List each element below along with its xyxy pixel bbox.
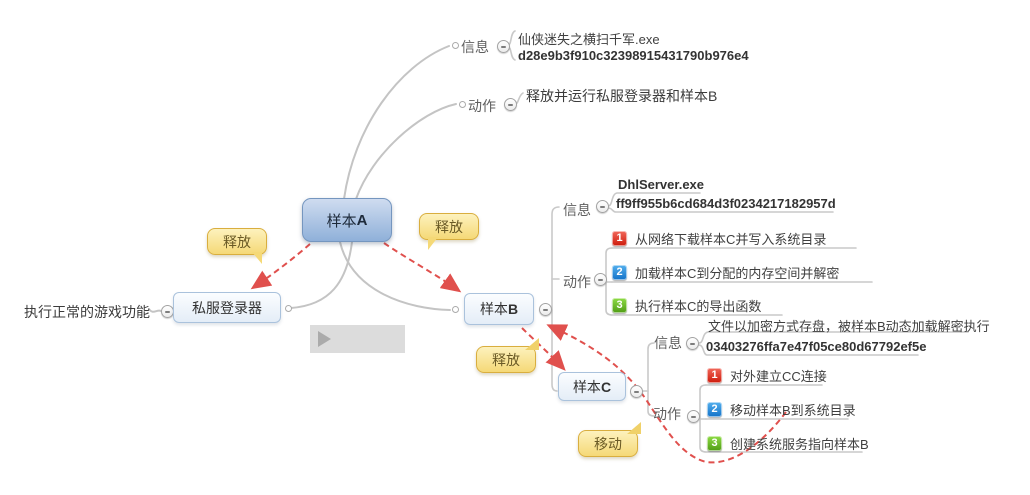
- sample-b-action-3[interactable]: 3 执行样本C的导出函数: [612, 297, 762, 314]
- action-text: 移动样本B到系统目录: [730, 402, 856, 418]
- branch-a-action-label[interactable]: 动作: [468, 98, 496, 114]
- sample-a-md5[interactable]: d28e9b3f910c32398915431790b976e4: [518, 48, 749, 63]
- priority-1-icon: 1: [612, 230, 627, 246]
- branch-c-action-label[interactable]: 动作: [653, 406, 681, 422]
- callout-tail: [428, 237, 438, 250]
- priority-3-icon: 3: [612, 297, 627, 313]
- callout-text: 释放: [492, 351, 520, 368]
- action-text: 创建系统服务指向样本B: [730, 436, 869, 452]
- action-text: 加载样本C到分配的内存空间并解密: [635, 265, 840, 281]
- callout-tail: [252, 252, 262, 264]
- action-text: 执行样本C的导出函数: [635, 298, 762, 314]
- topic-sample-a-label: 样本: [326, 212, 357, 230]
- connection-dot: [452, 42, 459, 49]
- audio-note-player[interactable]: [310, 325, 405, 353]
- priority-2-icon: 2: [707, 401, 722, 417]
- callout-text: 移动: [594, 435, 622, 452]
- sample-c-action-2[interactable]: 2 移动样本B到系统目录: [707, 401, 856, 418]
- collapse-button[interactable]: [504, 98, 517, 111]
- sample-b-action-2[interactable]: 2 加载样本C到分配的内存空间并解密: [612, 264, 840, 281]
- collapse-button[interactable]: [686, 337, 699, 350]
- connection-dot: [452, 306, 459, 313]
- topic-sample-b-letter: B: [507, 301, 519, 317]
- priority-3-icon: 3: [707, 435, 722, 451]
- play-icon: [318, 331, 331, 347]
- sample-b-action-1[interactable]: 1 从网络下载样本C并写入系统目录: [612, 230, 827, 247]
- callout-text: 释放: [435, 218, 463, 235]
- connection-dot: [459, 101, 466, 108]
- collapse-button[interactable]: [539, 303, 552, 316]
- collapse-button[interactable]: [596, 200, 609, 213]
- branch-connectors: [148, 45, 457, 313]
- relationship-release-a-to-b: [383, 242, 462, 293]
- sample-c-md5[interactable]: 03403276ffa7e47f05ce80d67792ef5e: [706, 339, 927, 354]
- sample-a-filename[interactable]: 仙侠迷失之横扫千军.exe: [518, 32, 660, 47]
- topic-private-server[interactable]: 私服登录器: [173, 292, 281, 323]
- branch-a-info-label[interactable]: 信息: [461, 39, 489, 55]
- sample-b-filename[interactable]: DhlServer.exe: [618, 177, 705, 192]
- callout-tail: [627, 422, 641, 434]
- callout-release-1[interactable]: 释放: [207, 228, 267, 264]
- sample-c-note[interactable]: 文件以加密方式存盘，被样本B动态加载解密执行: [708, 319, 990, 334]
- callout-release-2[interactable]: 释放: [419, 213, 479, 250]
- sample-b-md5[interactable]: ff9ff955b6cd684d3f0234217182957d: [616, 196, 836, 211]
- relationship-move-c-to-b: [546, 324, 787, 464]
- connection-dot: [285, 305, 292, 312]
- relationship-release-b-to-c: [521, 327, 566, 371]
- topic-sample-b-label: 样本: [479, 301, 508, 317]
- action-text: 对外建立CC连接: [730, 368, 827, 384]
- priority-1-icon: 1: [707, 367, 722, 383]
- relationship-release-a-to-privateserver: [250, 243, 311, 290]
- sample-a-action-text[interactable]: 释放并运行私服登录器和样本B: [526, 88, 718, 104]
- collapse-button[interactable]: [630, 385, 643, 398]
- topic-sample-a-letter: A: [356, 211, 368, 229]
- topic-game-note[interactable]: 执行正常的游戏功能: [24, 304, 150, 320]
- branch-b-info-label[interactable]: 信息: [563, 202, 591, 218]
- collapse-button[interactable]: [497, 40, 510, 53]
- priority-2-icon: 2: [612, 264, 627, 280]
- callout-tail: [525, 338, 539, 350]
- sample-c-action-3[interactable]: 3 创建系统服务指向样本B: [707, 435, 869, 452]
- topic-private-server-label: 私服登录器: [192, 299, 262, 316]
- callout-move[interactable]: 移动: [578, 422, 641, 457]
- branch-c-info-label[interactable]: 信息: [654, 335, 682, 351]
- topic-sample-c-label: 样本: [572, 378, 601, 395]
- action-text: 从网络下载样本C并写入系统目录: [635, 231, 827, 247]
- callout-text: 释放: [223, 233, 251, 250]
- collapse-button[interactable]: [594, 273, 607, 286]
- topic-sample-c-letter: C: [600, 378, 612, 395]
- branch-b-action-label[interactable]: 动作: [563, 274, 591, 290]
- collapse-button[interactable]: [687, 410, 700, 423]
- callout-release-3[interactable]: 释放: [476, 338, 539, 373]
- subtopic-brackets: [507, 30, 969, 453]
- sample-c-action-1[interactable]: 1 对外建立CC连接: [707, 367, 827, 384]
